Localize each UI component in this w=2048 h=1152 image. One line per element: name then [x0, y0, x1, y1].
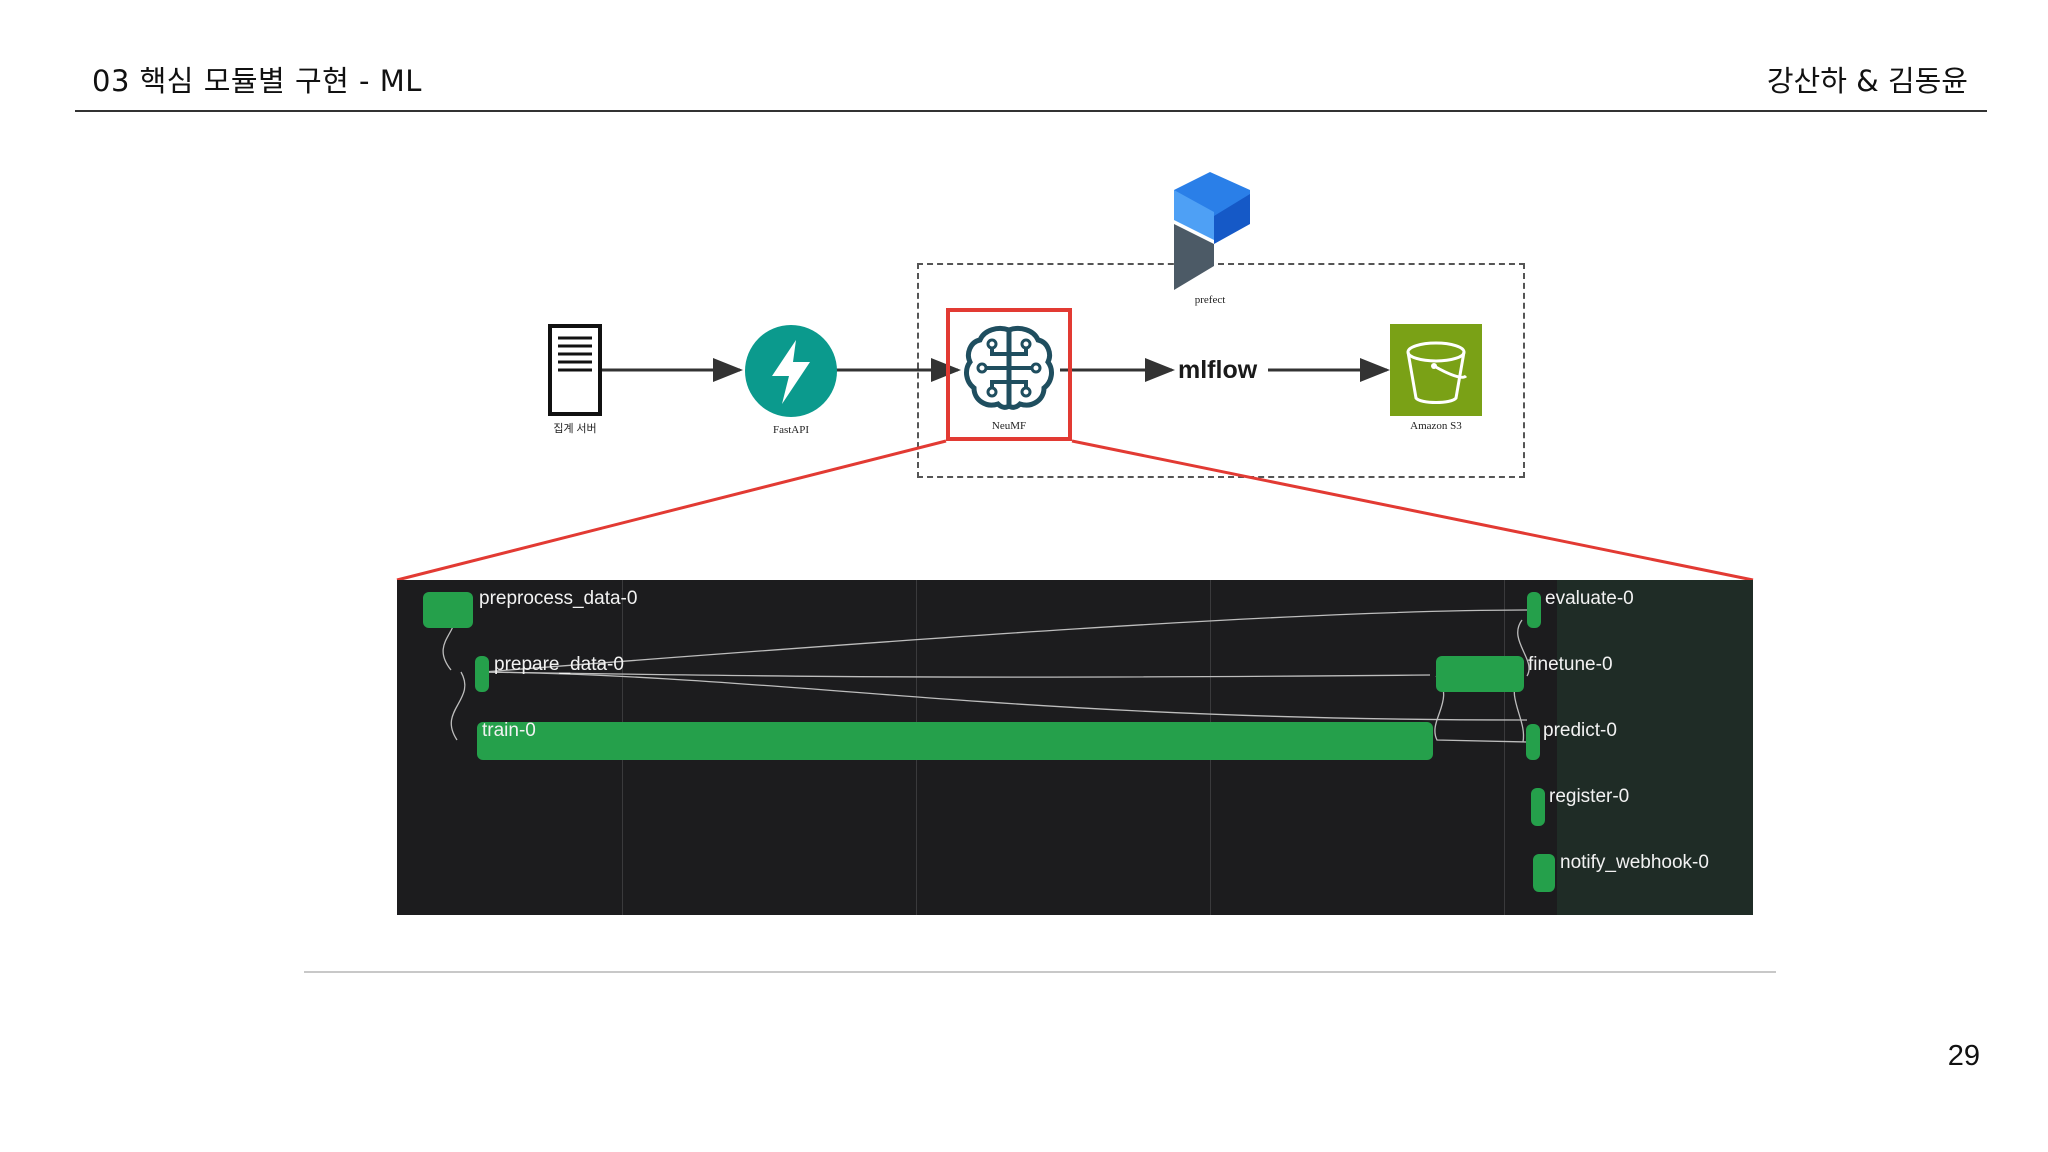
s3-bucket-icon [1390, 324, 1482, 416]
brain-icon [962, 324, 1056, 412]
task-bar-evaluate[interactable] [1527, 592, 1541, 628]
task-label-register[interactable]: register-0 [1549, 786, 1630, 807]
slide-title: 03 핵심 모듈별 구현 - ML [92, 64, 422, 98]
timeline-right-pane [1557, 580, 1753, 915]
mlflow-logo: mlflow [1176, 352, 1268, 388]
s3-label: Amazon S3 [1410, 420, 1462, 432]
fastapi-label: FastAPI [772, 424, 810, 436]
task-label-predict[interactable]: predict-0 [1543, 720, 1617, 741]
neumf-highlight-box [946, 308, 1072, 441]
task-label-train[interactable]: train-0 [482, 720, 536, 741]
task-bar-finetune[interactable] [1436, 656, 1524, 692]
task-label-prepare-data[interactable]: prepare_data-0 [494, 654, 624, 675]
task-label-preprocess-data[interactable]: preprocess_data-0 [479, 588, 638, 609]
zoom-line-right [1071, 439, 1754, 582]
page-number: 29 [1947, 1040, 1980, 1072]
zoom-line-left [396, 439, 947, 582]
footer-divider [304, 971, 1776, 973]
task-bar-notify-webhook[interactable] [1533, 854, 1555, 892]
header-divider [75, 110, 1987, 112]
neumf-label: NeuMF [991, 420, 1027, 432]
fastapi-icon [744, 324, 838, 418]
task-label-notify-webhook[interactable]: notify_webhook-0 [1560, 852, 1709, 873]
prefect-label: prefect [1194, 294, 1226, 306]
flow-run-timeline: preprocess_data-0 prepare_data-0 train-0… [397, 580, 1753, 915]
mlflow-wordmark: mlflow [1178, 356, 1258, 384]
task-bar-prepare-data[interactable] [475, 656, 489, 692]
prefect-logo [1170, 170, 1250, 292]
task-bar-preprocess-data[interactable] [423, 592, 473, 628]
server-icon [548, 324, 602, 416]
task-bar-predict[interactable] [1526, 724, 1540, 760]
server-label: 집계 서버 [553, 423, 597, 435]
task-bar-register[interactable] [1531, 788, 1545, 826]
task-bar-train[interactable] [477, 722, 1433, 760]
gridline [1504, 580, 1505, 915]
task-label-finetune[interactable]: finetune-0 [1528, 654, 1613, 675]
task-label-evaluate[interactable]: evaluate-0 [1545, 588, 1634, 609]
slide-authors: 강산하 & 김동윤 [1766, 64, 1968, 98]
